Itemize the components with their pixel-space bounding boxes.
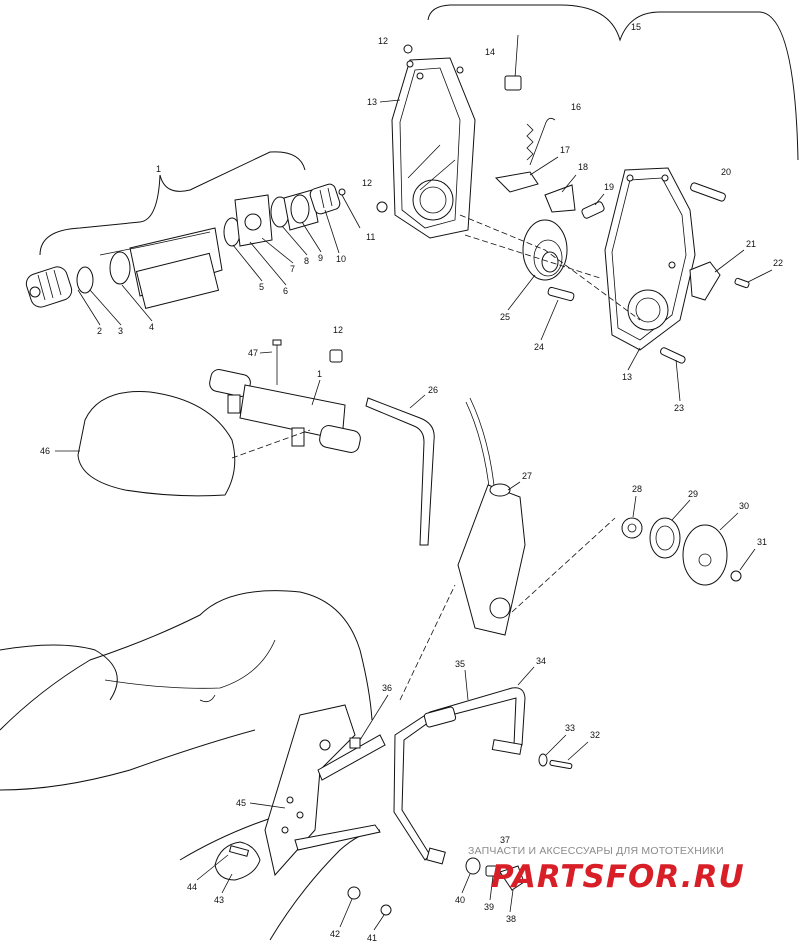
cable-housing: [457, 397, 526, 636]
lever-handle: [393, 687, 573, 865]
callout-46: 46: [40, 446, 50, 456]
callout-28: 28: [632, 484, 642, 494]
watermark-logo: PARTSFOR.RU: [491, 859, 745, 895]
callout-13b: 13: [622, 372, 632, 382]
callout-1: 1: [156, 164, 161, 174]
callout-15: 15: [631, 22, 641, 32]
callout-35: 35: [455, 659, 465, 669]
backrest-pad: [77, 391, 236, 497]
callout-30: 30: [739, 501, 749, 511]
group-bracket-15: [427, 4, 799, 161]
callout-38: 38: [506, 914, 516, 924]
callout-42: 42: [330, 929, 340, 939]
watermark-tagline: ЗАПЧАСТИ И АКСЕССУАРЫ ДЛЯ МОТОТЕХНИКИ: [468, 845, 724, 857]
recoil-cover-right: [604, 167, 750, 364]
callout-2: 2: [97, 326, 102, 336]
callout-34: 34: [536, 656, 546, 666]
handle-bar-mid: [209, 339, 361, 453]
callout-6: 6: [283, 286, 288, 296]
partsfor-watermark: ЗАПЧАСТИ И АКСЕССУАРЫ ДЛЯ МОТОТЕХНИКИ PA…: [463, 843, 798, 899]
callout-33: 33: [565, 723, 575, 733]
callout-39: 39: [484, 902, 494, 912]
callout-43: 43: [214, 895, 224, 905]
callout-32: 32: [590, 730, 600, 740]
recoil-cover-left: [376, 44, 476, 239]
callout-11: 11: [366, 232, 375, 242]
callout-22: 22: [773, 258, 783, 268]
callout-14: 14: [485, 47, 495, 57]
callout-37: 37: [500, 835, 510, 845]
callout-36: 36: [382, 683, 392, 693]
callout-40: 40: [455, 895, 465, 905]
starter-pulley-set: [621, 517, 742, 586]
callout-4: 4: [149, 322, 154, 332]
handle-tube: [365, 397, 435, 546]
callout-41: 41: [367, 933, 377, 941]
callout-19: 19: [604, 182, 614, 192]
callout-20: 20: [721, 167, 731, 177]
callout-1b: 1: [317, 369, 322, 379]
callout-16: 16: [571, 102, 581, 112]
callout-12a: 12: [378, 36, 388, 46]
callout-44: 44: [187, 882, 197, 892]
callout-21: 21: [746, 239, 756, 249]
callout-23: 23: [674, 403, 684, 413]
callout-17: 17: [560, 145, 570, 155]
starter-internals: [494, 34, 605, 302]
callout-10: 10: [336, 254, 346, 264]
callout-12c: 12: [333, 325, 343, 335]
callout-13a: 13: [367, 97, 377, 107]
callout-18: 18: [578, 162, 588, 172]
mount-bracket: [264, 704, 386, 877]
callout-12b: 12: [362, 178, 372, 188]
callout-3: 3: [118, 326, 123, 336]
callout-29: 29: [688, 489, 698, 499]
clamp-shoe: [214, 841, 261, 881]
callout-5: 5: [259, 282, 264, 292]
callout-27: 27: [522, 471, 532, 481]
callout-31: 31: [757, 537, 767, 547]
callout-47: 47: [248, 348, 258, 358]
callout-8: 8: [304, 256, 309, 266]
seat-outline: [0, 590, 373, 731]
group-bracket-1: [39, 151, 306, 256]
callout-24: 24: [534, 342, 544, 352]
callout-45: 45: [236, 798, 246, 808]
callout-labels: 1 2 3 4 5 6 7 8 9 10 11 12 12 12 13 13 1…: [40, 22, 783, 941]
callout-25: 25: [500, 312, 510, 322]
callout-7: 7: [290, 264, 295, 274]
handlebar-assembly: [25, 183, 361, 309]
callout-9: 9: [318, 253, 323, 263]
callout-26: 26: [428, 385, 438, 395]
